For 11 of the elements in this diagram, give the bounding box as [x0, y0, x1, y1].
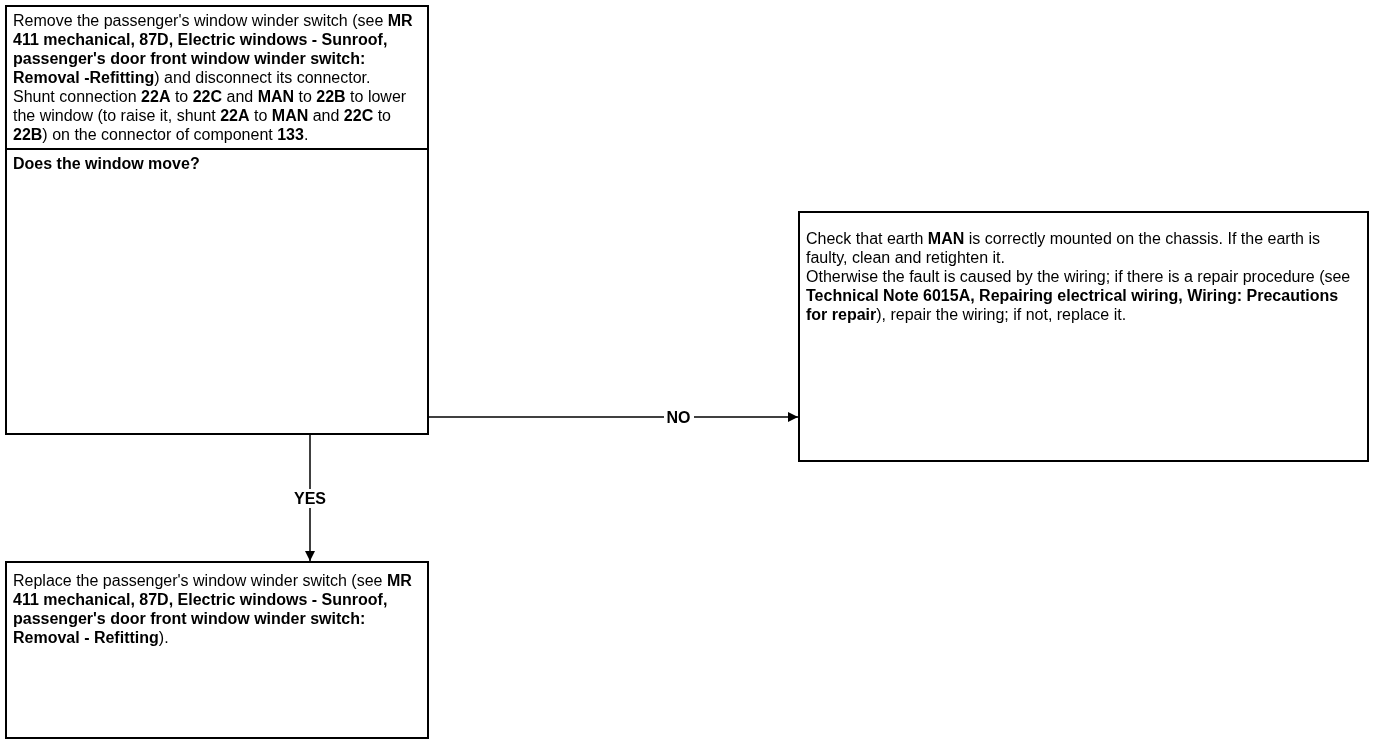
instruction-text: Remove the passenger's window winder switch (see MR 411 mechanical, 87D, Electric windows - Sunroof, passenger's door front window winder switch: Removal -Refitting) and disconnect its connector. [12, 11, 414, 87]
process-box [5, 5, 429, 435]
arrow [428, 412, 799, 422]
process-box [798, 211, 1369, 462]
instruction-text: Replace the passenger's window winder switch (see MR 411 mechanical, 87D, Electric windows - Sunroof, passenger's door front window winder switch: Removal - Refitting). [12, 571, 413, 647]
instruction-text: Otherwise the fault is caused by the wiring; if there is a repair procedure (see Technical Note 6015A, Repairing electrical wiring, Wiring: Precautions for repair), repair the wiring; if not, replace it. [805, 267, 1352, 324]
question-text: Does the window move? [7, 148, 427, 173]
instruction-text: Check that earth MAN is correctly mounted on the chassis. If the earth is faulty, clean and retighten it. [805, 229, 1321, 267]
instruction-text: Shunt connection 22A to 22C and MAN to 22B to lower the window (to raise it, shunt 22A to MAN and 22C to 22B) on the connector of component 133. [12, 87, 408, 144]
edge-label: YES [291, 488, 329, 508]
process-box [5, 561, 429, 739]
